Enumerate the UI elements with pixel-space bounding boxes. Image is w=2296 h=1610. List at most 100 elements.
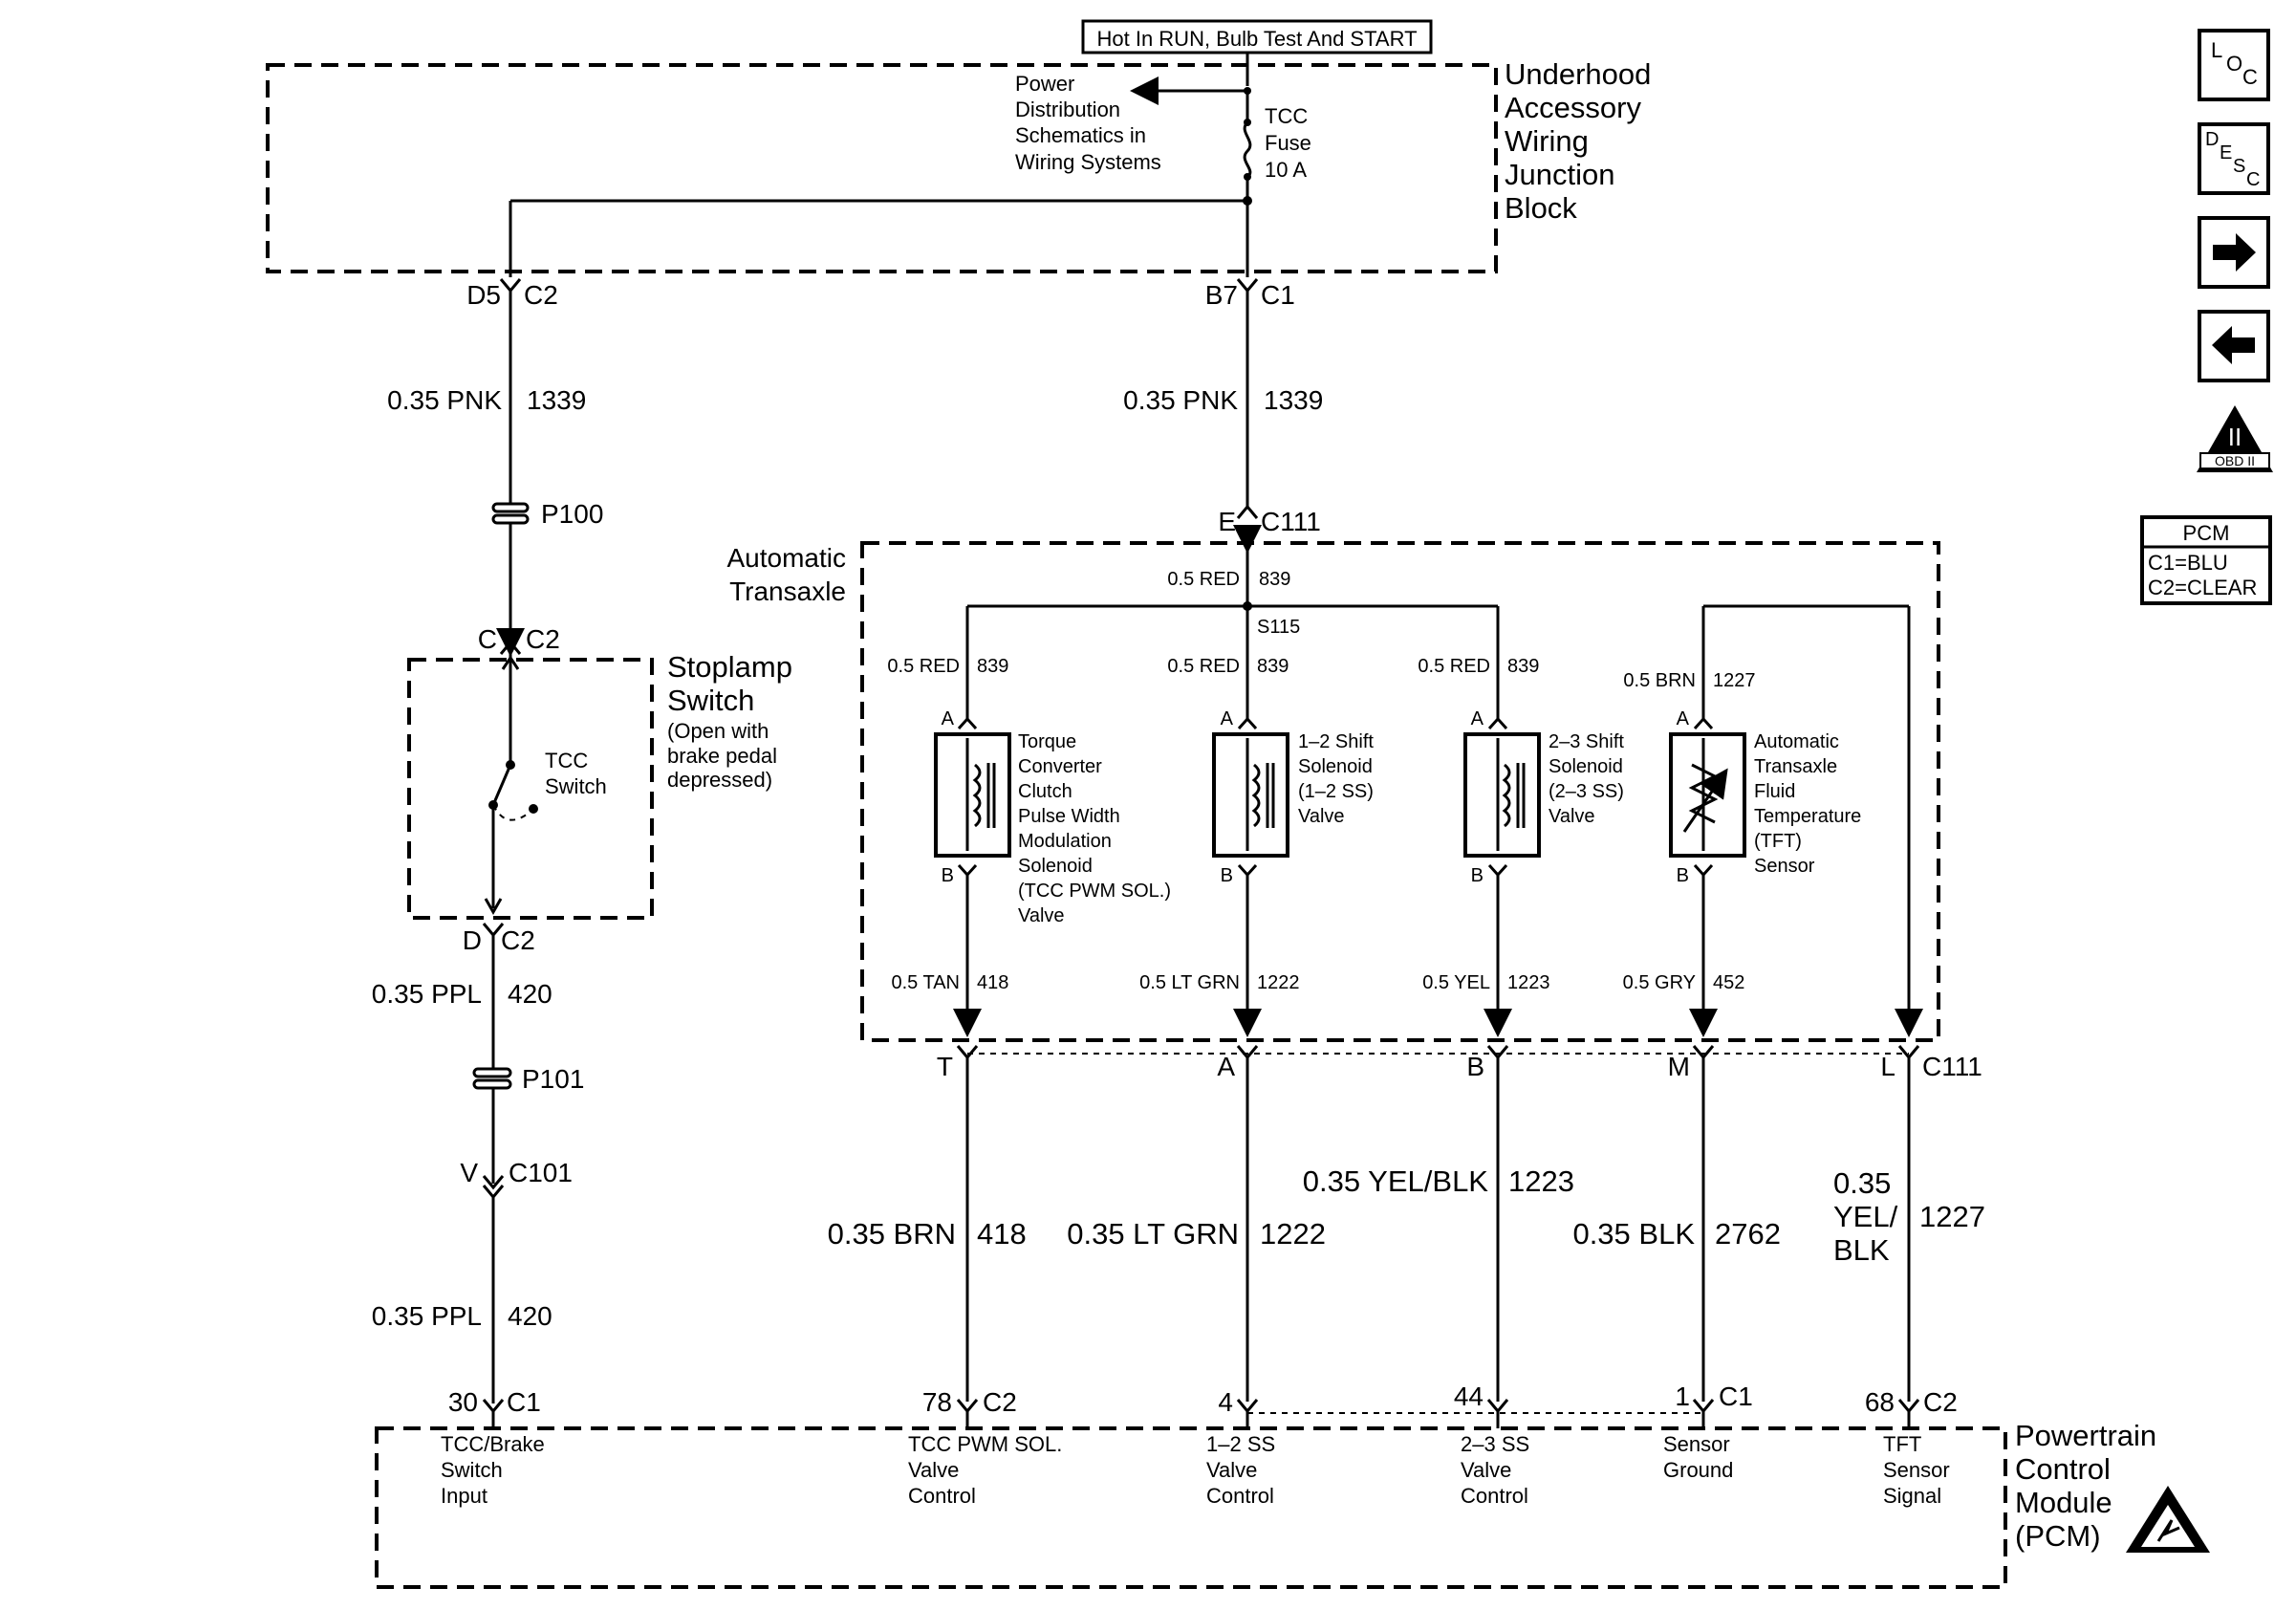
connector-b: B — [1466, 1052, 1484, 1081]
pcm-pin-68: 68 — [1865, 1387, 1895, 1417]
pcm-pin-30: 30 — [448, 1387, 478, 1417]
svg-text:Valve: Valve — [1206, 1458, 1257, 1482]
tcc-pwm-solenoid-icon — [934, 732, 1011, 858]
wire-label-tft-brn-color: 0.5 BRN — [1623, 670, 1696, 691]
svg-text:Valve: Valve — [1549, 806, 1595, 827]
svg-text:(PCM): (PCM) — [2015, 1519, 2101, 1553]
pcm-pin-78: 78 — [922, 1387, 952, 1417]
svg-text:Solenoid: Solenoid — [1018, 856, 1093, 877]
underhood-junction-block — [266, 63, 1498, 273]
ss23-pin-b: B — [1471, 865, 1484, 886]
tcc-pin-b: B — [942, 865, 954, 886]
wire-label-tcc-red-circuit: 839 — [977, 656, 1008, 677]
wire-label-tft-brn-circuit: 1227 — [1713, 670, 1756, 691]
svg-text:OBD II: OBD II — [2215, 453, 2255, 468]
wire-label-left-top-circuit: 1339 — [527, 385, 586, 415]
wire-label-tcc-red-color: 0.5 RED — [887, 656, 960, 677]
svg-text:Module: Module — [2015, 1486, 2112, 1519]
svg-text:Automatic: Automatic — [727, 543, 847, 573]
wire-label-out-tft: 0.35 YEL/ BLK 1227 — [1833, 1166, 1985, 1267]
svg-text:1227: 1227 — [1919, 1200, 1985, 1233]
connector-c111-top: C111 — [1261, 507, 1321, 536]
svg-text:D: D — [2205, 129, 2219, 150]
svg-text:Torque: Torque — [1018, 731, 1076, 752]
svg-text:(TFT): (TFT) — [1754, 831, 1802, 852]
svg-text:Switch: Switch — [667, 684, 754, 717]
svg-text:2–3 Shift: 2–3 Shift — [1549, 731, 1624, 752]
wire-label-tcc-tan-circuit: 418 — [977, 972, 1008, 993]
pcm-pin-44-label: 2–3 SS Valve Control — [1461, 1432, 1529, 1508]
pcm-pin-1-conn: C1 — [1719, 1382, 1753, 1411]
pcm-pin-30-conn: C1 — [507, 1387, 541, 1417]
tcc-fuse-label: TCC Fuse 10 A — [1265, 104, 1311, 182]
tcc-pin-a: A — [942, 708, 955, 729]
pcm-pin-30-label: TCC/Brake Switch Input — [441, 1432, 545, 1508]
svg-text:S: S — [2233, 156, 2245, 177]
wire-label-ss12-red-color: 0.5 RED — [1167, 656, 1240, 677]
prev-arrow-icon[interactable] — [2198, 310, 2270, 382]
next-arrow-icon[interactable] — [2198, 216, 2270, 289]
svg-text:(TCC PWM SOL.): (TCC PWM SOL.) — [1018, 881, 1171, 902]
wire-label-out-yelblk-color: 0.35 YEL/BLK — [1303, 1164, 1489, 1198]
svg-text:Valve: Valve — [1461, 1458, 1511, 1482]
svg-text:Temperature: Temperature — [1754, 806, 1861, 827]
svg-text:Pulse Width: Pulse Width — [1018, 806, 1120, 827]
connector-c1-top: C1 — [1261, 280, 1295, 310]
svg-text:Solenoid: Solenoid — [1298, 756, 1373, 777]
svg-text:TCC PWM SOL.: TCC PWM SOL. — [908, 1432, 1062, 1456]
wire-label-ss23-red-circuit: 839 — [1507, 656, 1539, 677]
svg-text:L: L — [2211, 38, 2222, 62]
ss12-pin-b: B — [1221, 865, 1233, 886]
connector-l: L — [1880, 1052, 1895, 1081]
wire-label-ss12-red-circuit: 839 — [1257, 656, 1289, 677]
loc-icon[interactable]: L O C — [2198, 29, 2270, 101]
wire-label-out-yelblk-circuit: 1223 — [1508, 1164, 1574, 1198]
wire-label-left-bot-color: 0.35 PPL — [372, 1301, 482, 1331]
wire-label-out-blk-color: 0.35 BLK — [1572, 1217, 1695, 1251]
svg-text:Sensor: Sensor — [1883, 1458, 1950, 1482]
desc-icon[interactable]: D E S C — [2198, 122, 2270, 195]
svg-text:Fuse: Fuse — [1265, 131, 1311, 155]
svg-text:Ground: Ground — [1663, 1458, 1733, 1482]
wire-label-ss23-yel-circuit: 1223 — [1507, 972, 1550, 993]
svg-text:Underhood: Underhood — [1505, 57, 1651, 91]
svg-text:Input: Input — [441, 1484, 487, 1508]
svg-text:Valve: Valve — [908, 1458, 959, 1482]
connector-c2-stoplamp: C2 — [526, 624, 560, 654]
svg-text:Automatic: Automatic — [1754, 731, 1839, 752]
tft-pin-a: A — [1677, 708, 1690, 729]
wire-label-left-mid-color: 0.35 PPL — [372, 979, 482, 1009]
svg-text:Signal: Signal — [1883, 1484, 1941, 1508]
svg-text:Switch: Switch — [441, 1458, 503, 1482]
connector-c111-bottom: C111 — [1922, 1052, 1982, 1081]
svg-text:Fluid: Fluid — [1754, 781, 1795, 802]
pcm-pin-1-label: Sensor Ground — [1663, 1432, 1733, 1482]
power-distribution-reference: Power Distribution Schematics in Wiring … — [1015, 72, 1161, 174]
connector-b7: B7 — [1205, 280, 1238, 310]
svg-text:C: C — [2246, 169, 2260, 190]
passthrough-p101-label: P101 — [522, 1064, 584, 1094]
svg-text:Sensor: Sensor — [1663, 1432, 1730, 1456]
svg-text:Control: Control — [2015, 1452, 2111, 1486]
wire-label-ss12-grn-color: 0.5 LT GRN — [1139, 972, 1240, 993]
connector-c101: C101 — [509, 1158, 573, 1187]
wire-label-out-grn-circuit: 1222 — [1260, 1217, 1326, 1251]
svg-text:1–2 SS: 1–2 SS — [1206, 1432, 1275, 1456]
svg-text:Clutch: Clutch — [1018, 781, 1072, 802]
tcc-fuse-icon — [1243, 120, 1252, 179]
svg-text:Sensor: Sensor — [1754, 856, 1815, 877]
svg-text:0.35: 0.35 — [1833, 1166, 1891, 1200]
svg-text:TCC: TCC — [545, 749, 588, 772]
connector-d-stoplamp: D — [463, 925, 482, 955]
connector-c2-top: C2 — [524, 280, 558, 310]
obd-ii-icon[interactable]: II OBD II — [2197, 405, 2273, 472]
svg-text:Solenoid: Solenoid — [1549, 756, 1623, 777]
svg-text:TCC: TCC — [1265, 104, 1308, 128]
ss12-solenoid-label: 1–2 Shift Solenoid (1–2 SS) Valve — [1298, 731, 1374, 827]
pcm-connector-legend: PCM C1=BLU C2=CLEAR — [2140, 515, 2272, 605]
svg-text:Control: Control — [1461, 1484, 1528, 1508]
ss23-solenoid-icon — [1463, 732, 1541, 858]
pcm-pin-78-label: TCC PWM SOL. Valve Control — [908, 1432, 1062, 1508]
wire-label-ss12-grn-circuit: 1222 — [1257, 972, 1300, 993]
wire-label-feed-red-color: 0.5 RED — [1167, 569, 1240, 590]
